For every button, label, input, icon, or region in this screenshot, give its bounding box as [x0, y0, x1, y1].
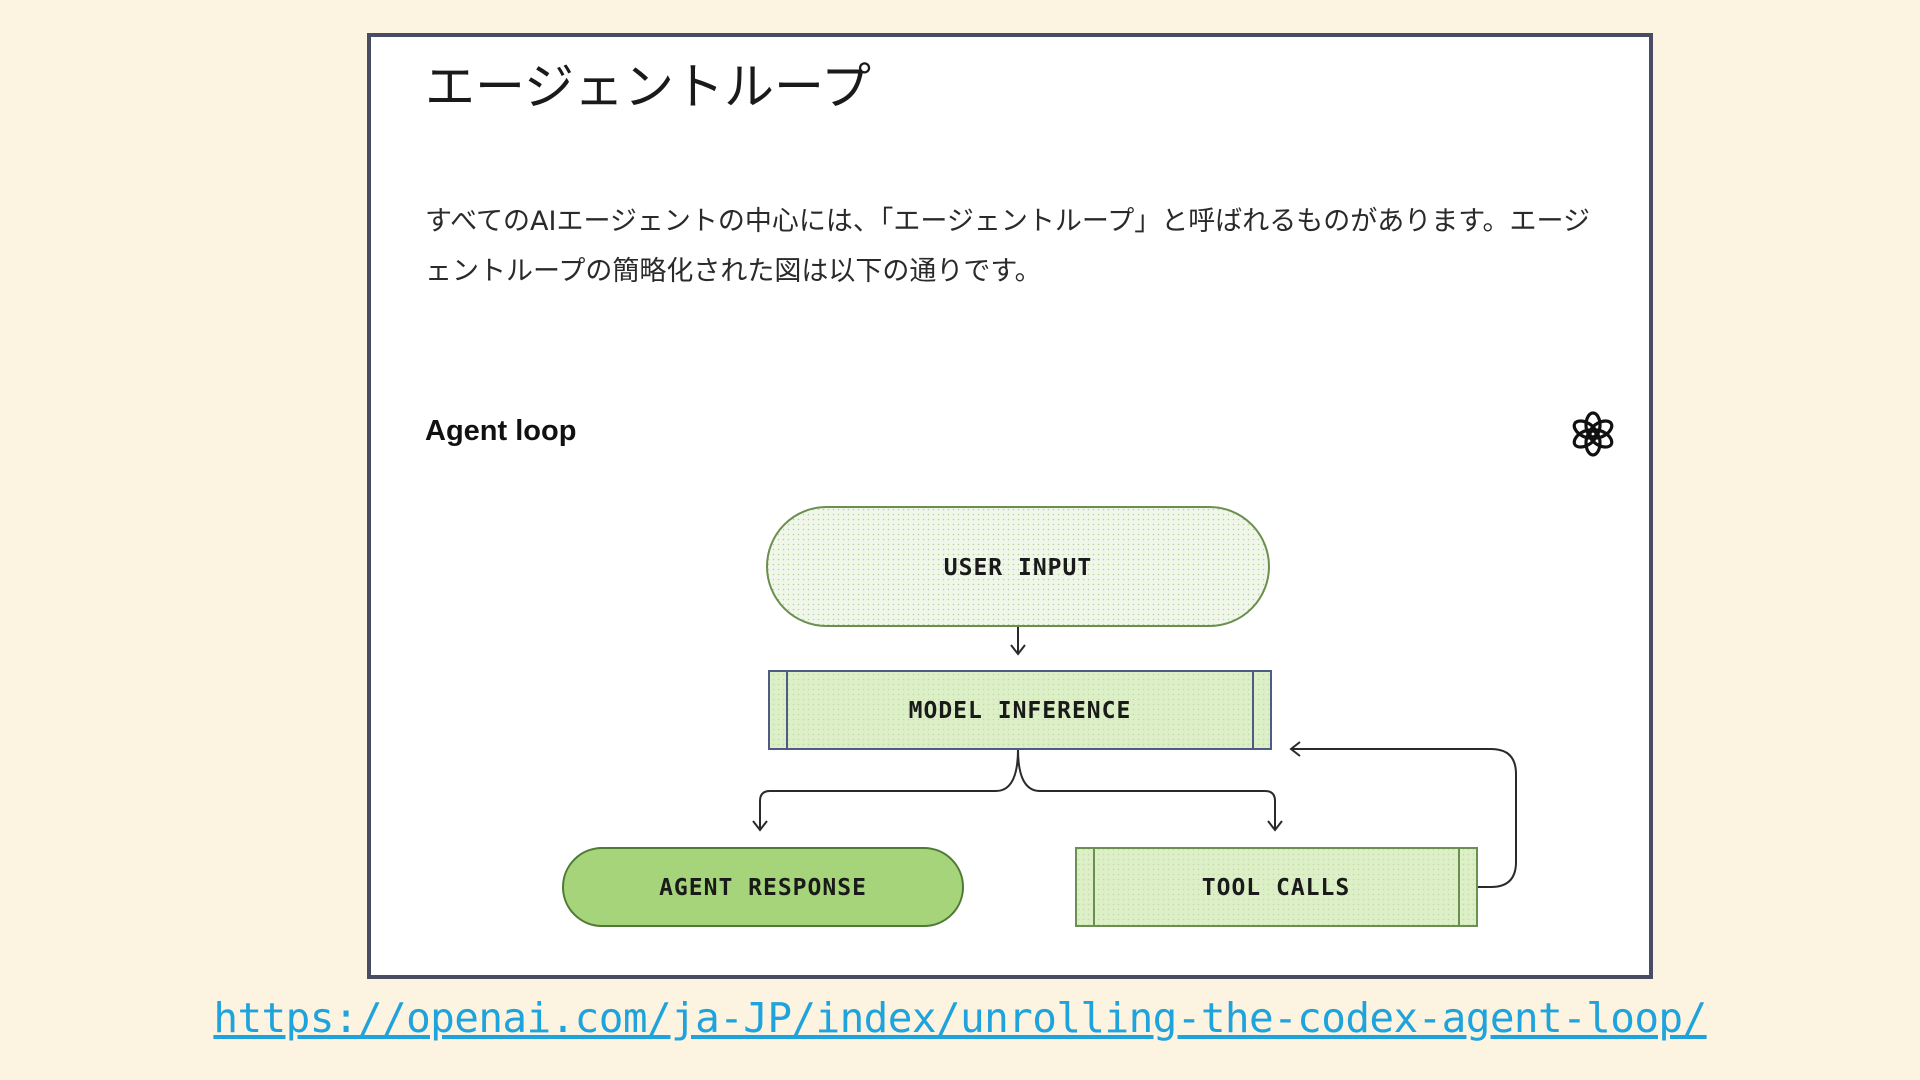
loop-back-arrow [1291, 748, 1517, 888]
node-label-agent-response: AGENT RESPONSE [659, 875, 867, 901]
arrowhead-to-response [752, 820, 768, 832]
arrowhead-to-tool-calls [1267, 820, 1283, 832]
arrowhead-loop-back [1289, 741, 1301, 757]
node-label-tool-calls: TOOL CALLS [1202, 875, 1350, 901]
node-tool-calls: TOOL CALLS [1075, 847, 1478, 927]
node-agent-response: AGENT RESPONSE [562, 847, 964, 927]
node-label-model-inference: MODEL INFERENCE [909, 698, 1132, 724]
agent-loop-diagram: USER INPUT MODEL INFERENCE AGENT RESPONS… [562, 506, 1517, 927]
node-label-user-input: USER INPUT [944, 555, 1092, 581]
branch-to-response [759, 748, 1019, 830]
diagram-connectors [752, 624, 1517, 888]
node-user-input: USER INPUT [766, 506, 1270, 627]
branch-to-tool-calls [1017, 748, 1276, 830]
arrowhead-input-to-inference [1010, 644, 1026, 656]
diagram-title: Agent loop [425, 415, 577, 447]
article-heading: エージェントループ [425, 58, 871, 116]
source-url-link[interactable]: https://openai.com/ja-JP/index/unrolling… [213, 994, 1707, 1042]
article-paragraph: すべてのAIエージェントの中心には、「エージェントループ」と呼ばれるものがありま… [425, 206, 1591, 287]
article-screenshot-card: エージェントループ すべてのAIエージェントの中心には、「エージェントループ」と… [367, 33, 1653, 979]
openai-logo-icon [1572, 411, 1614, 457]
node-model-inference: MODEL INFERENCE [768, 670, 1272, 750]
